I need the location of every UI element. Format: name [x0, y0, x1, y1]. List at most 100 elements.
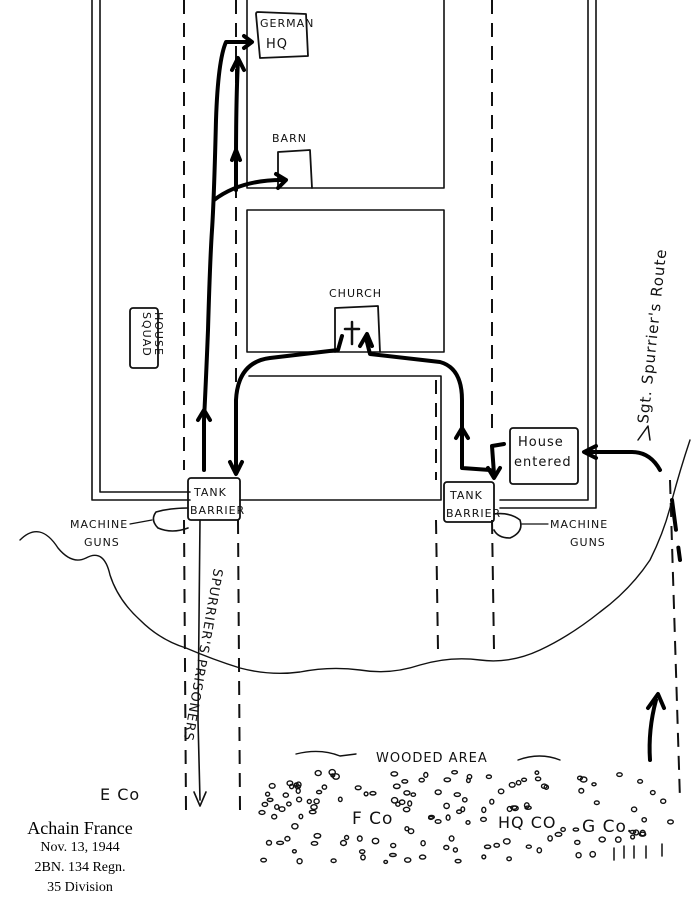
tree-mark [369, 790, 377, 796]
tree-mark [420, 840, 426, 847]
machine-guns-west: MACHINE GUNS [70, 507, 189, 549]
tree-mark [456, 809, 463, 815]
tree-mark [465, 777, 471, 784]
wooded-area: WOODED AREA F Co HQ CO G Co. [258, 750, 675, 865]
tree-mark [636, 778, 644, 784]
attack-routes [193, 34, 682, 807]
tree-mark [629, 829, 637, 835]
tree-mark [295, 796, 303, 803]
svg-text:BARRIER: BARRIER [190, 504, 245, 517]
tree-mark [534, 770, 540, 776]
tree-mark [589, 850, 597, 858]
e-co-label: E Co [100, 785, 140, 804]
tree-mark [313, 798, 320, 805]
tree-mark [481, 854, 487, 860]
tree-mark [443, 844, 450, 851]
barn: BARN [272, 132, 313, 189]
svg-text:BARRIER: BARRIER [446, 507, 501, 520]
tree-mark [489, 798, 495, 805]
tree-mark [401, 779, 409, 784]
church: CHURCH [329, 287, 382, 353]
tree-mark [454, 858, 462, 864]
tree-mark [593, 800, 600, 806]
tree-mark [443, 777, 452, 783]
svg-text:GUNS: GUNS [570, 536, 606, 549]
tree-mark [286, 780, 294, 787]
svg-text:CHURCH: CHURCH [329, 287, 382, 300]
tree-mark [266, 797, 274, 803]
svg-text:MACHINE: MACHINE [550, 518, 608, 531]
tree-mark [418, 854, 427, 860]
tree-mark [452, 847, 459, 853]
tree-mark [579, 776, 588, 783]
tree-mark [506, 856, 512, 862]
tree-mark [536, 847, 543, 854]
svg-text:HOUSE: HOUSE [152, 312, 165, 356]
tree-mark [268, 782, 276, 789]
tree-mark [578, 787, 585, 794]
tree-mark [258, 809, 266, 816]
tree-mark [402, 806, 411, 813]
tree-mark [282, 792, 290, 798]
spurrier-prisoners-label: SPURRIER'S PRISONERS [180, 567, 225, 742]
tree-mark [403, 857, 412, 863]
tree-mark [273, 804, 280, 811]
tree-mark [641, 817, 648, 823]
tree-mark [295, 787, 301, 795]
tree-mark [398, 799, 406, 806]
tree-mark [520, 777, 528, 783]
spurrier-route-label: Sgt. Spurrier's Route [634, 248, 670, 425]
tree-mark [356, 835, 363, 842]
tree-mark [497, 788, 505, 795]
tree-mark [598, 836, 607, 843]
tree-mark [465, 820, 471, 826]
tree-mark [390, 842, 397, 849]
tree-mark [291, 823, 299, 830]
tree-mark [410, 792, 417, 797]
tree-mark [321, 784, 328, 790]
svg-text:TANK: TANK [449, 489, 483, 502]
tree-mark [575, 852, 582, 859]
tree-mark [524, 805, 532, 811]
tree-mark [371, 837, 380, 845]
tree-mark [390, 796, 399, 804]
tree-marks [258, 768, 675, 865]
german-hq: GERMAN HQ [255, 11, 313, 59]
tree-mark [407, 800, 413, 807]
tree-mark [448, 835, 455, 842]
squad-house: SQUAD HOUSE [129, 307, 165, 369]
tree-mark [445, 814, 451, 821]
tree-mark [483, 844, 492, 850]
tree-mark [543, 784, 550, 791]
tree-mark [423, 771, 429, 779]
tree-mark [363, 791, 369, 797]
svg-text:HQ CO: HQ CO [498, 813, 556, 832]
tree-mark [485, 774, 493, 780]
tree-mark [660, 798, 667, 805]
tree-mark [298, 813, 304, 820]
wood-edge-line [19, 439, 691, 675]
tree-mark [451, 770, 459, 775]
machine-guns-east: MACHINE GUNS [493, 512, 608, 549]
tree-mark [434, 789, 442, 796]
tree-mark [360, 854, 366, 861]
roads [183, 0, 681, 811]
tree-mark [502, 838, 511, 845]
svg-text:BARN: BARN [272, 132, 307, 145]
tree-mark [284, 835, 291, 842]
tree-mark [554, 831, 563, 837]
tree-mark [276, 840, 285, 846]
tree-mark [306, 798, 312, 805]
tree-mark [493, 842, 501, 848]
caption-division: 35 Division [47, 880, 113, 895]
tree-mark [560, 826, 566, 833]
tree-mark [534, 776, 542, 782]
map-caption: Achain France Nov. 13, 1944 2BN. 134 Reg… [0, 818, 160, 898]
tree-mark [285, 801, 292, 807]
svg-text:G Co.: G Co. [582, 817, 633, 837]
tree-mark [667, 819, 675, 825]
house-entered: House entered [509, 427, 579, 485]
tree-mark [614, 836, 622, 843]
tree-mark [337, 796, 343, 803]
